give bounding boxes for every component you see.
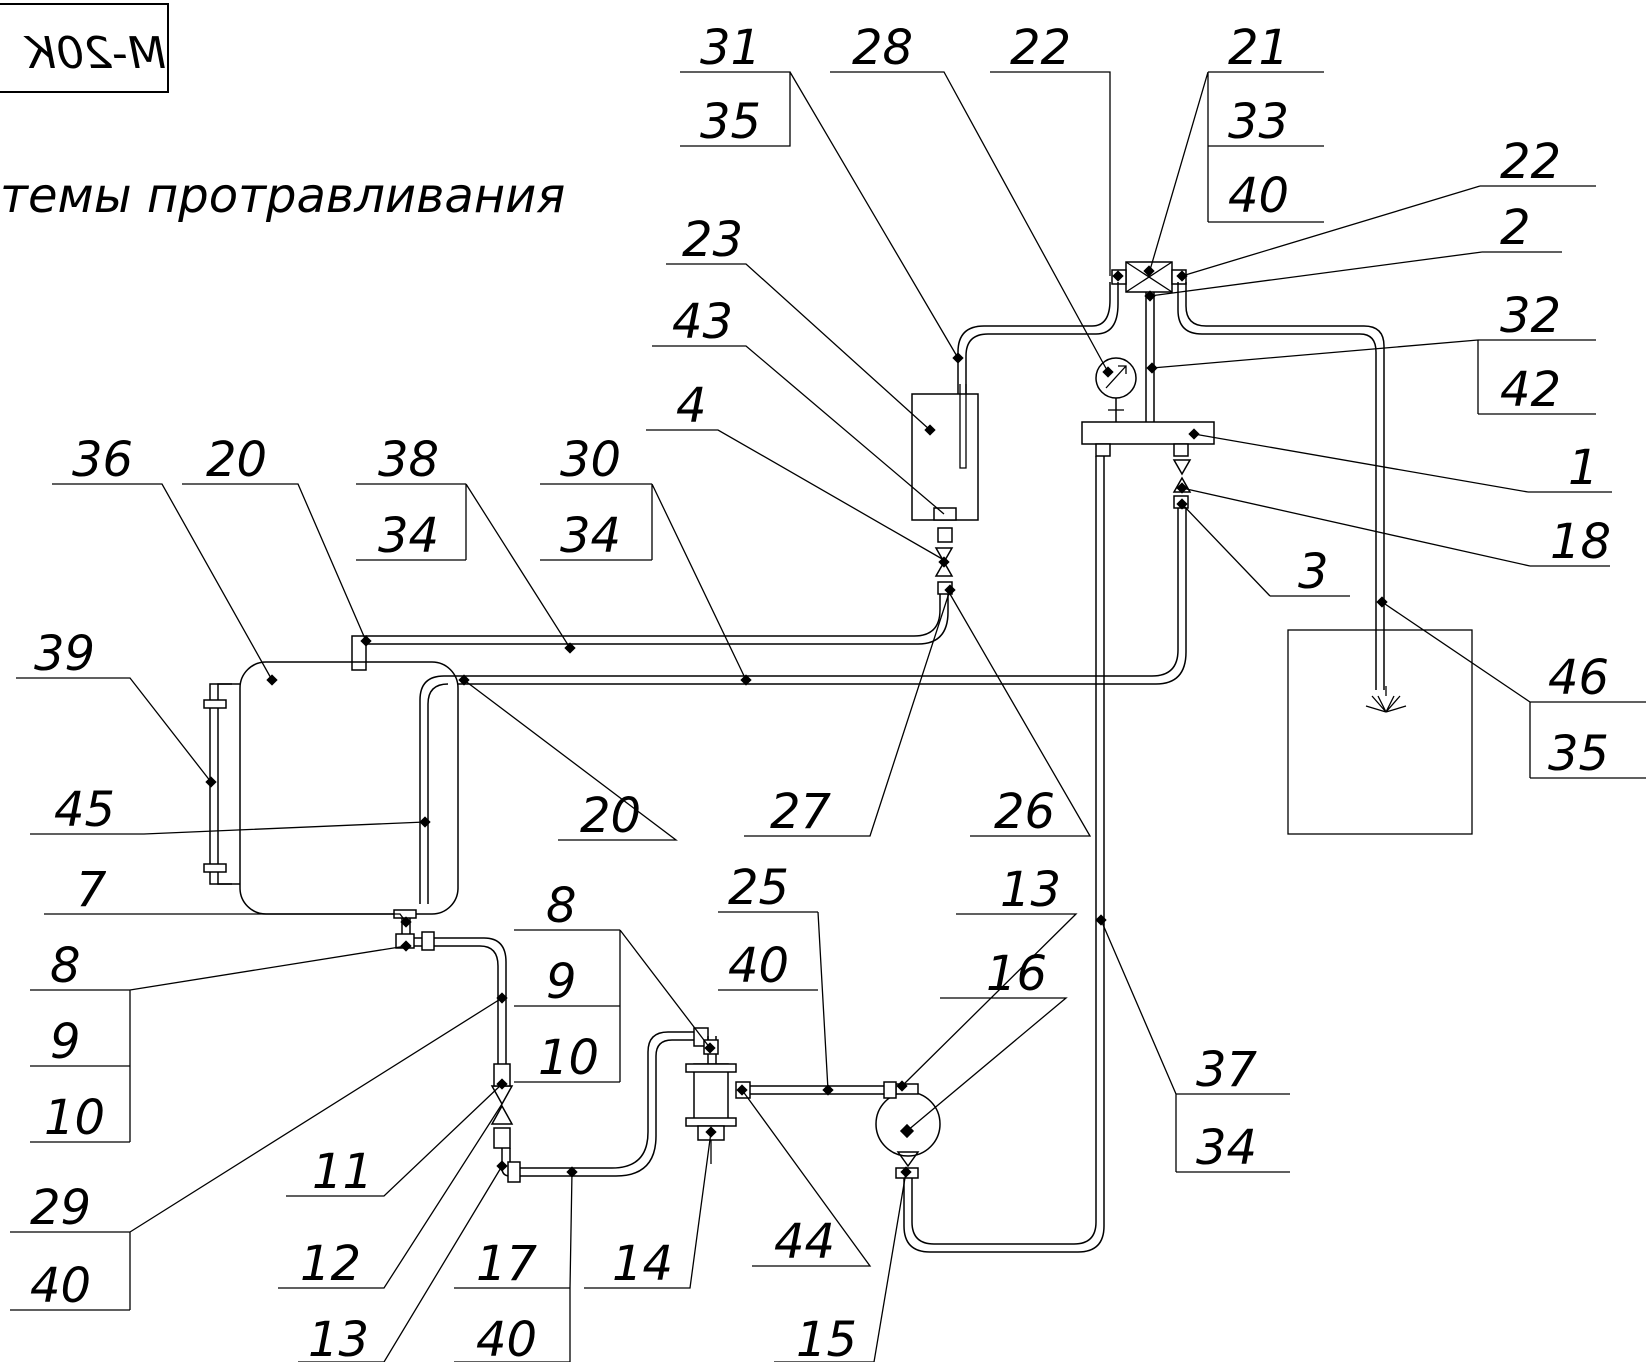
label-44: 44 [774,1214,835,1270]
label-45: 45 [54,782,115,838]
label-39: 39 [34,626,95,682]
position-labels: 31 35 28 22 21 33 40 22 2 32 42 1 18 3 4… [30,20,1611,1362]
label-8-right: 8 [546,878,577,934]
pipes [366,282,1385,1253]
label-11: 11 [312,1144,373,1200]
label-13-top: 13 [1000,862,1061,918]
label-40-b: 40 [728,938,789,994]
label-21: 21 [1228,20,1289,76]
label-3: 3 [1298,544,1329,600]
manifold-1 [1081,421,1215,457]
pressure-gauge-28 [1095,357,1137,422]
label-28: 28 [852,20,913,76]
label-1: 1 [1568,440,1599,496]
valve-4 [934,527,954,595]
valve-11-12 [490,1063,514,1149]
tank-36 [239,635,459,919]
label-12: 12 [300,1236,361,1292]
label-18: 18 [1550,514,1611,570]
label-34-b: 34 [560,508,621,564]
label-13-lower: 13 [308,1312,369,1362]
label-26: 26 [994,784,1055,840]
label-22: 22 [1010,20,1071,76]
label-42: 42 [1500,362,1561,418]
label-30: 30 [560,432,621,488]
label-40: 40 [1228,168,1289,224]
label-35-right: 35 [1548,726,1609,782]
diagram-title: темы протравливания [0,168,565,224]
label-36: 36 [72,432,133,488]
label-20-lower: 20 [580,788,641,844]
label-16: 16 [986,946,1047,1002]
filter-14 [685,1063,737,1164]
label-29: 29 [30,1180,91,1236]
label-8-left: 8 [50,938,81,994]
label-34-a: 34 [378,508,439,564]
label-20-top: 20 [206,432,267,488]
label-14: 14 [612,1236,673,1292]
label-38: 38 [378,432,439,488]
label-7: 7 [76,862,107,918]
label-9-right: 9 [546,954,577,1010]
label-40-c: 40 [30,1258,91,1314]
label-43: 43 [672,294,733,350]
label-2: 2 [1500,200,1531,256]
label-27: 27 [770,784,832,840]
label-25: 25 [728,860,789,916]
label-46: 46 [1548,650,1609,706]
label-10-left: 10 [44,1090,105,1146]
label-40-d: 40 [476,1312,537,1362]
label-15: 15 [796,1312,857,1362]
label-31: 31 [700,20,761,76]
label-37: 37 [1196,1042,1258,1098]
label-10-right: 10 [538,1030,599,1086]
leader-lines [10,71,1646,1362]
label-33: 33 [1228,94,1289,150]
tank-23 [911,384,979,521]
label-23: 23 [682,212,743,268]
label-17: 17 [476,1236,538,1292]
label-4: 4 [676,378,707,434]
label-9-left: 9 [50,1014,81,1070]
container-46 [1287,629,1473,835]
label-22-right: 22 [1500,134,1561,190]
label-32: 32 [1500,288,1561,344]
valve-21 [1111,261,1187,293]
stamp-text: М-20К [23,28,166,79]
stamp-box: М-20К [0,3,169,93]
label-34-c: 34 [1196,1120,1257,1176]
level-gauge-39 [203,683,240,885]
label-35: 35 [700,94,761,150]
